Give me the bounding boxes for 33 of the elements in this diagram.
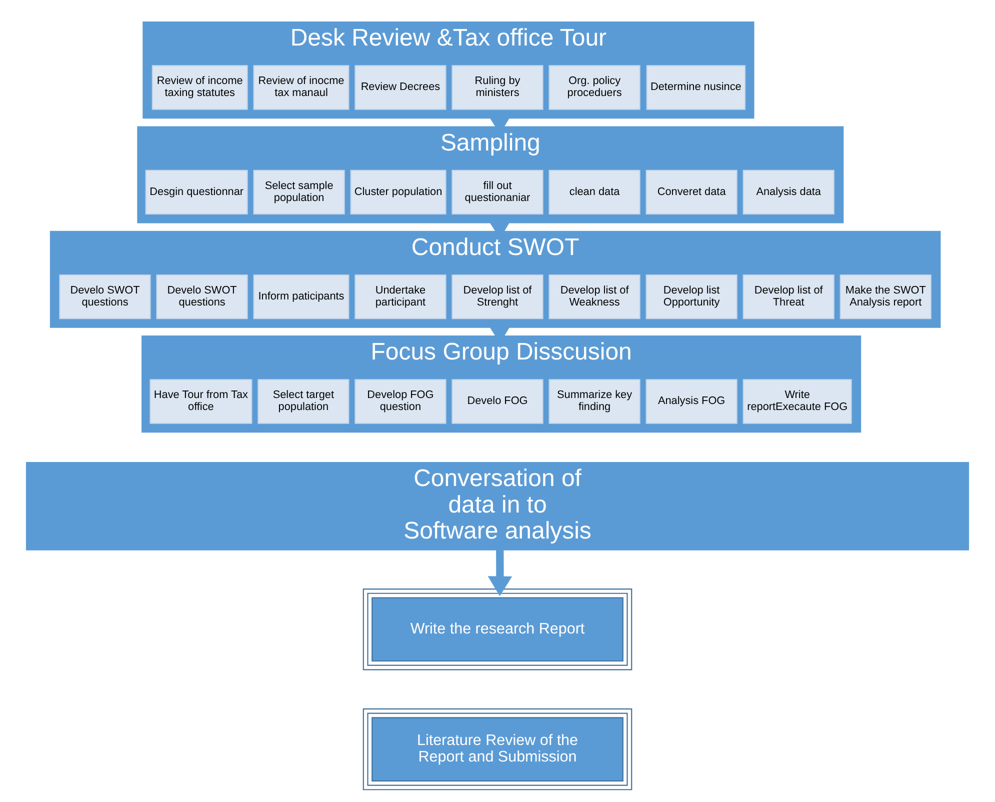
node-box: Develop list Opportunity [646, 274, 738, 319]
node-box: Ruling by ministers [452, 64, 544, 110]
node-box: Select sample population [253, 169, 345, 214]
node-box: Converet data [646, 169, 738, 214]
node-box: Develop list of Threat [742, 274, 834, 319]
node-box: Write the research Report [362, 588, 632, 670]
node-box: Summarize key finding [548, 378, 640, 424]
node-box: Review Decrees [354, 64, 446, 110]
node-box: Cluster population [350, 169, 446, 214]
node-box: Make the SWOT Analysis report [840, 274, 932, 319]
node-box: Write reportExecaute FOG [742, 378, 852, 424]
node-box: Analysis FOG [646, 378, 738, 424]
node-box: Inform paticipants [253, 274, 350, 319]
node-box: Org. policy proceduers [548, 64, 640, 110]
node-box: Develo SWOT questions [156, 274, 248, 319]
node-box: Develo FOG [452, 378, 544, 424]
node-box: Have Tour from Tax office [150, 378, 252, 424]
node-box: Undertake participant [354, 274, 446, 319]
node-box: Develo SWOT questions [59, 274, 151, 319]
node-box: Develop FOG question [354, 378, 446, 424]
arrow [488, 549, 512, 596]
node-box: Literature Review of the Report and Submission [362, 708, 632, 790]
node-box: Conversation of data in to Software analysis [26, 462, 970, 550]
node-box: clean data [548, 169, 640, 214]
node-box: Review of inocme tax manaul [253, 64, 350, 110]
node-box: fill out questionaniar [452, 169, 544, 214]
node-box: Develop list of Weakness [548, 274, 640, 319]
node-box: Determine nusince [646, 64, 746, 110]
node-box: Desgin questionnar [145, 169, 248, 214]
node-box: Develop list of Strenght [452, 274, 544, 319]
node-box: Review of income taxing statutes [152, 64, 248, 110]
node-box: Analysis data [742, 169, 834, 214]
node-box: Select target population [258, 378, 350, 424]
